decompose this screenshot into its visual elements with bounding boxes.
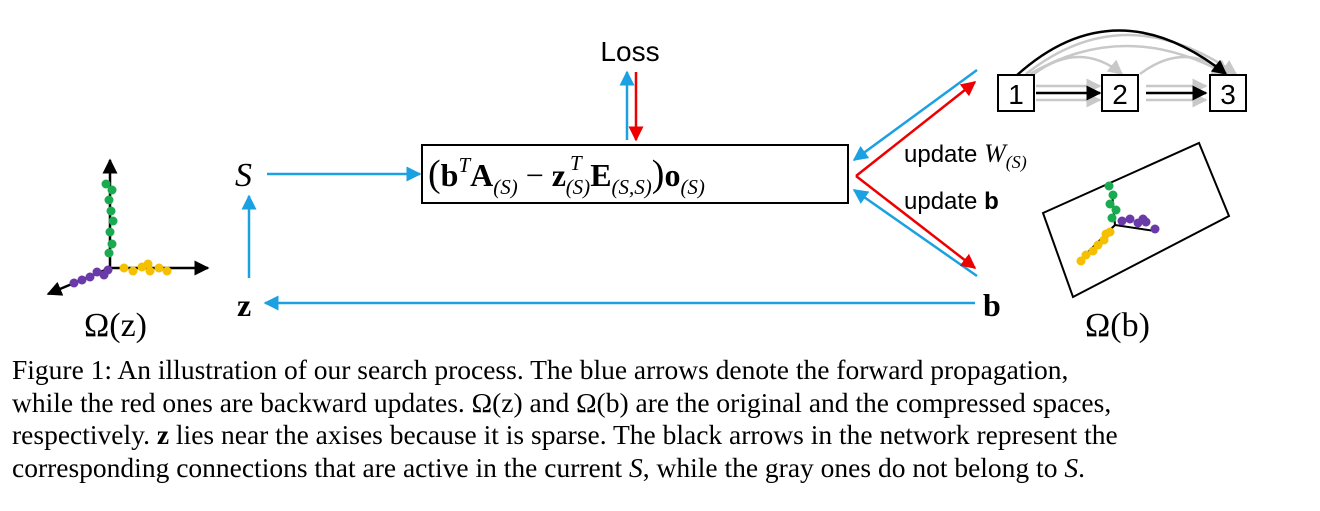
green-cluster	[101, 179, 118, 258]
omega-b-scatter	[1041, 141, 1231, 299]
update-b-label: update b	[904, 188, 999, 215]
omega-z-scatter	[46, 158, 210, 296]
inactive-connection	[1033, 55, 1124, 76]
purple-cluster	[69, 265, 113, 288]
yellow-cluster	[119, 259, 172, 276]
inactive-connection	[1025, 33, 1238, 76]
backward-arrow-update-b	[855, 175, 977, 269]
b-axis-line	[1114, 224, 1156, 232]
forward-arrow-b-to-formula	[852, 188, 978, 278]
caption-line-3: respectively. z lies near the axises bec…	[12, 419, 1118, 450]
omega-z-term: Ω(z)	[471, 386, 523, 418]
forward-arrow-w-to-formula	[852, 68, 978, 162]
network-node-3-label: 3	[1220, 79, 1236, 110]
network-node-3	[1209, 74, 1247, 112]
omega-b-term: Ω(b)	[576, 386, 629, 418]
s-label: S	[235, 157, 252, 194]
caption-line-2: while the red ones are backward updates.…	[12, 386, 1112, 418]
loss-label: Loss	[600, 36, 659, 67]
caption-line-4: corresponding connections that are activ…	[12, 451, 1085, 483]
caption-line-1: Figure 1: An illustration of our search …	[12, 354, 1069, 385]
update-w-label: update W(S)	[904, 139, 1027, 173]
omega-b-label: Ω(b)	[1085, 307, 1150, 344]
z-label: z	[237, 287, 251, 323]
b-purple-cluster	[1117, 214, 1160, 234]
network-node-2-label: 2	[1112, 79, 1128, 110]
b-green-cluster	[1104, 181, 1121, 223]
active-connection-1-3	[1015, 29, 1228, 77]
network: 1 2 3	[997, 29, 1247, 112]
backward-arrow-update-w	[855, 81, 977, 177]
s-term: S	[628, 451, 643, 483]
network-node-1-label: 1	[1008, 79, 1024, 110]
b-yellow-cluster	[1076, 227, 1115, 266]
s-term: S	[1064, 451, 1079, 483]
network-node-1	[997, 74, 1035, 112]
network-node-2	[1101, 74, 1139, 112]
b-label: b	[983, 287, 1001, 323]
z-term: z	[156, 419, 170, 450]
figure-caption: Figure 1: An illustration of our search …	[12, 354, 1312, 484]
formula-box	[421, 144, 849, 204]
omega-z-label: Ω(z)	[84, 307, 147, 344]
